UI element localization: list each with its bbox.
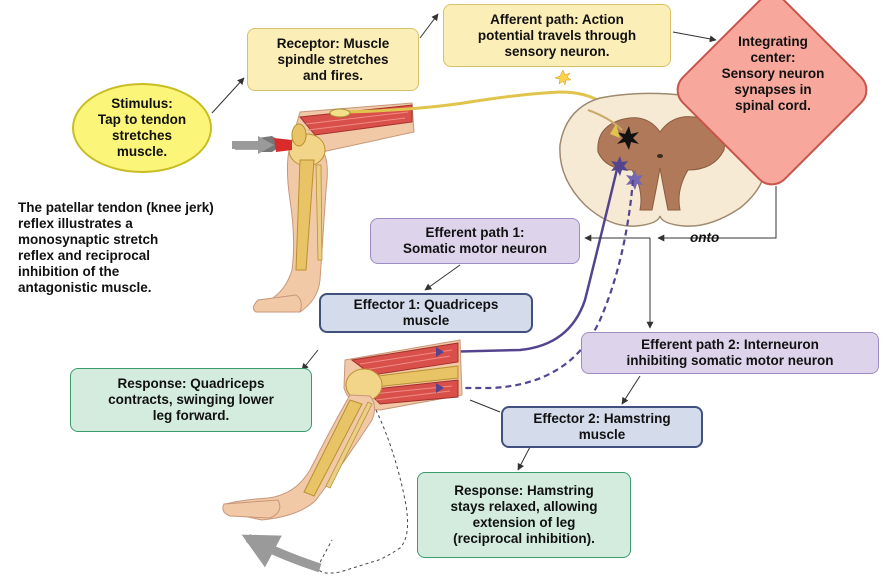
upper-leg-illustration: [235, 102, 415, 313]
efferent-path-1-box: Efferent path 1: Somatic motor neuron: [370, 218, 580, 264]
flow-arrows: [211, 13, 777, 471]
reflex-description: The patellar tendon (knee jerk) reflex i…: [18, 200, 214, 295]
lower-leg-illustration: [222, 339, 463, 574]
effector-2-box: Effector 2: Hamstring muscle: [501, 406, 703, 448]
muscle-spindle: [329, 108, 351, 118]
afferent-path-box: Afferent path: Action potential travels …: [443, 4, 671, 67]
efferent-path-2-box: Efferent path 2: Interneuron inhibiting …: [581, 332, 879, 374]
action-potential-spark: [554, 69, 572, 86]
onto-label: onto: [690, 230, 720, 245]
integrating-center-label: Integrating center: Sensory neuron synap…: [721, 34, 825, 113]
effector-1-box: Effector 1: Quadriceps muscle: [319, 293, 533, 333]
stimulus-box: Stimulus: Tap to tendon stretches muscle…: [72, 83, 212, 173]
motor-neuron-2: [442, 179, 635, 390]
response-2-box: Response: Hamstring stays relaxed, allow…: [417, 472, 631, 558]
receptor-box: Receptor: Muscle spindle stretches and f…: [247, 28, 419, 91]
motor-neuron-1: [439, 164, 620, 354]
integrating-center-diamond: [676, 0, 868, 186]
response-1-box: Response: Quadriceps contracts, swinging…: [70, 368, 312, 432]
